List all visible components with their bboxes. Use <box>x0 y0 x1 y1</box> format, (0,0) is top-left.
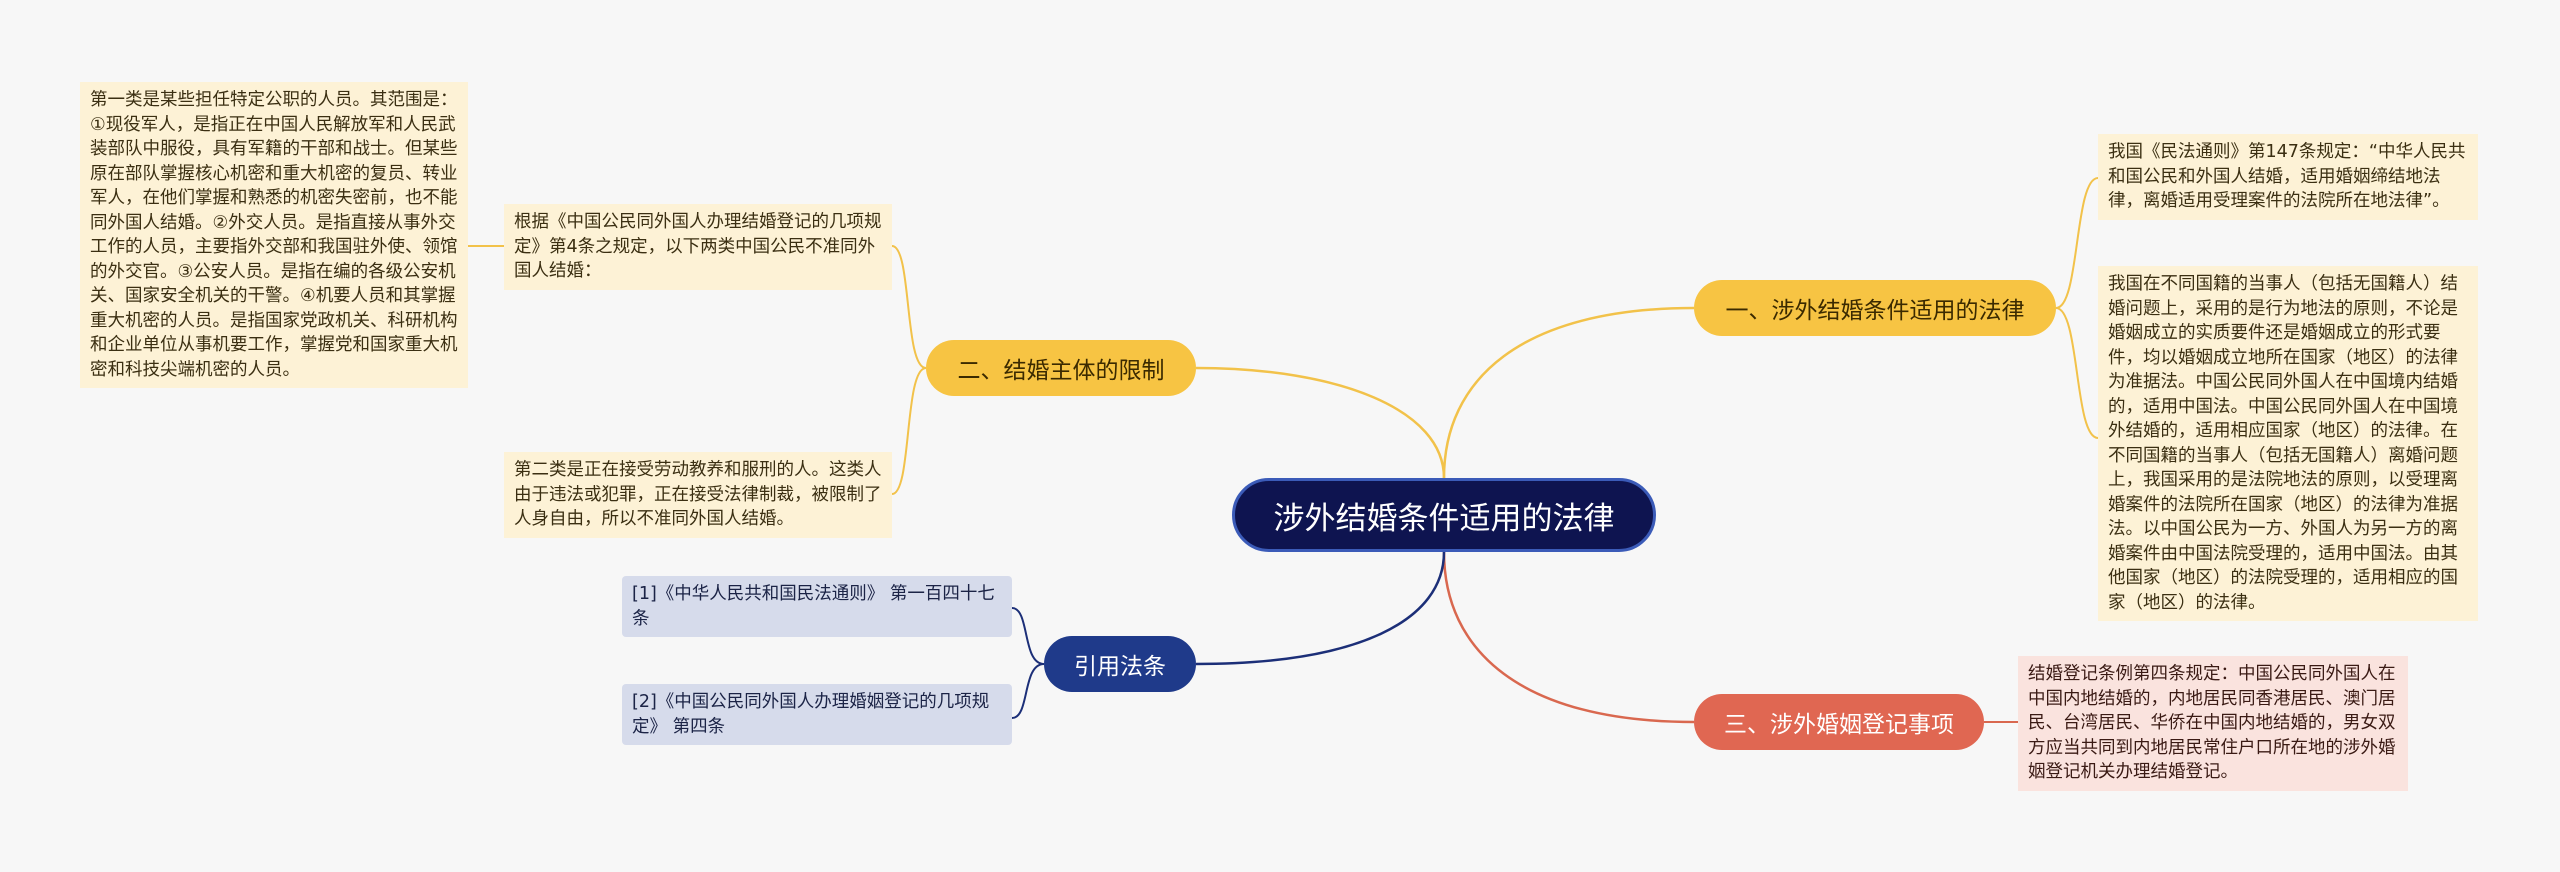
branch-label: 一、涉外结婚条件适用的法律 <box>1725 298 2025 324</box>
leaf-text: 结婚登记条例第四条规定：中国公民同外国人在中国内地结婚的，内地居民同香港居民、澳… <box>2028 664 2396 782</box>
link-b4-leaf1 <box>1011 607 1045 665</box>
citation-marriage-registration-rules[interactable]: [2]《中国公民同外国人办理婚姻登记的几项规定》 第四条 <box>622 684 1012 745</box>
link-root-b4 <box>1195 551 1446 666</box>
branch-label: 引用法条 <box>1074 654 1166 680</box>
leaf-text: 我国《民法通则》第147条规定：“中华人民共和国公民和外国人结婚，适用婚姻缔结地… <box>2108 142 2466 211</box>
leaf-registration-article-4[interactable]: 结婚登记条例第四条规定：中国公民同外国人在中国内地结婚的，内地居民同香港居民、澳… <box>2018 656 2408 791</box>
leaf-text: [1]《中华人民共和国民法通则》 第一百四十七条 <box>632 584 995 629</box>
link-root-b3 <box>1442 551 1695 724</box>
leaf-first-category[interactable]: 第一类是某些担任特定公职的人员。其范围是：①现役军人，是指正在中国人民解放军和人… <box>80 82 468 388</box>
link-root-b2 <box>1195 366 1446 479</box>
branch-label: 二、结婚主体的限制 <box>957 358 1165 384</box>
link-b1-leaf1 <box>2055 177 2099 309</box>
leaf-place-of-act-principle[interactable]: 我国在不同国籍的当事人（包括无国籍人）结婚问题上，采用的是行为地法的原则，不论是… <box>2098 266 2478 621</box>
leaf-civil-law-147[interactable]: 我国《民法通则》第147条规定：“中华人民共和国公民和外国人结婚，适用婚姻缔结地… <box>2098 134 2478 220</box>
citation-civil-law[interactable]: [1]《中华人民共和国民法通则》 第一百四十七条 <box>622 576 1012 637</box>
leaf-text: 我国在不同国籍的当事人（包括无国籍人）结婚问题上，采用的是行为地法的原则，不论是… <box>2108 274 2458 613</box>
root-topic[interactable]: 涉外结婚条件适用的法律 <box>1232 478 1656 552</box>
leaf-second-category[interactable]: 第二类是正在接受劳动教养和服刑的人。这类人由于违法或犯罪，正在接受法律制裁，被限… <box>504 452 892 538</box>
leaf-text: 第二类是正在接受劳动教养和服刑的人。这类人由于违法或犯罪，正在接受法律制裁，被限… <box>514 460 882 529</box>
leaf-text: 根据《中国公民同外国人办理结婚登记的几项规定》第4条之规定，以下两类中国公民不准… <box>514 212 882 281</box>
link-root-b1 <box>1442 306 1695 479</box>
branch-registration-matters[interactable]: 三、涉外婚姻登记事项 <box>1694 694 1984 750</box>
leaf-text: [2]《中国公民同外国人办理婚姻登记的几项规定》 第四条 <box>632 692 990 737</box>
leaf-regulation-article-4[interactable]: 根据《中国公民同外国人办理结婚登记的几项规定》第4条之规定，以下两类中国公民不准… <box>504 204 892 290</box>
branch-conditions-law[interactable]: 一、涉外结婚条件适用的法律 <box>1694 280 2056 336</box>
leaf-text: 第一类是某些担任特定公职的人员。其范围是：①现役军人，是指正在中国人民解放军和人… <box>90 90 458 380</box>
root-topic-label: 涉外结婚条件适用的法律 <box>1273 500 1615 537</box>
branch-subject-restrictions[interactable]: 二、结婚主体的限制 <box>926 340 1196 396</box>
link-b2-leaf2 <box>891 367 927 495</box>
branch-label: 三、涉外婚姻登记事项 <box>1724 712 1954 738</box>
link-b4-leaf2 <box>1011 663 1045 719</box>
link-b1-leaf2 <box>2055 307 2099 439</box>
branch-cited-statutes[interactable]: 引用法条 <box>1044 636 1196 692</box>
link-b2-leaf1 <box>891 245 927 369</box>
